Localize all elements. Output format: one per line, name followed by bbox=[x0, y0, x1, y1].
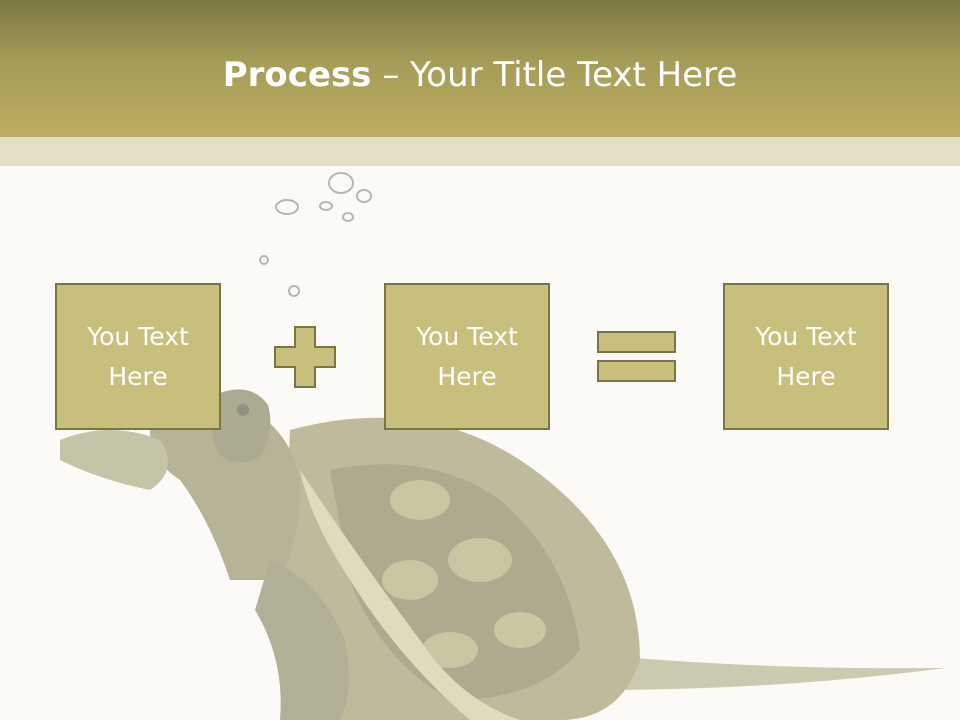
title-bold-text: Process bbox=[222, 55, 372, 95]
slide-title[interactable]: Process – Your Title Text Here bbox=[0, 52, 960, 98]
bubbles bbox=[259, 172, 372, 297]
title-underline-band bbox=[0, 137, 960, 166]
process-box-1[interactable]: You Text Here bbox=[55, 283, 221, 430]
title-band bbox=[0, 0, 960, 137]
process-box-1-text: You Text Here bbox=[87, 321, 189, 391]
process-box-2[interactable]: You Text Here bbox=[384, 283, 550, 430]
process-box-2-text: You Text Here bbox=[416, 321, 518, 391]
turtle bbox=[60, 389, 945, 720]
process-box-3-text: You Text Here bbox=[755, 321, 857, 391]
plus-icon bbox=[274, 326, 336, 388]
equals-icon bbox=[597, 331, 676, 382]
process-box-3[interactable]: You Text Here bbox=[723, 283, 889, 430]
turtle-background-image bbox=[60, 172, 945, 720]
title-rest-text: – Your Title Text Here bbox=[371, 55, 738, 95]
